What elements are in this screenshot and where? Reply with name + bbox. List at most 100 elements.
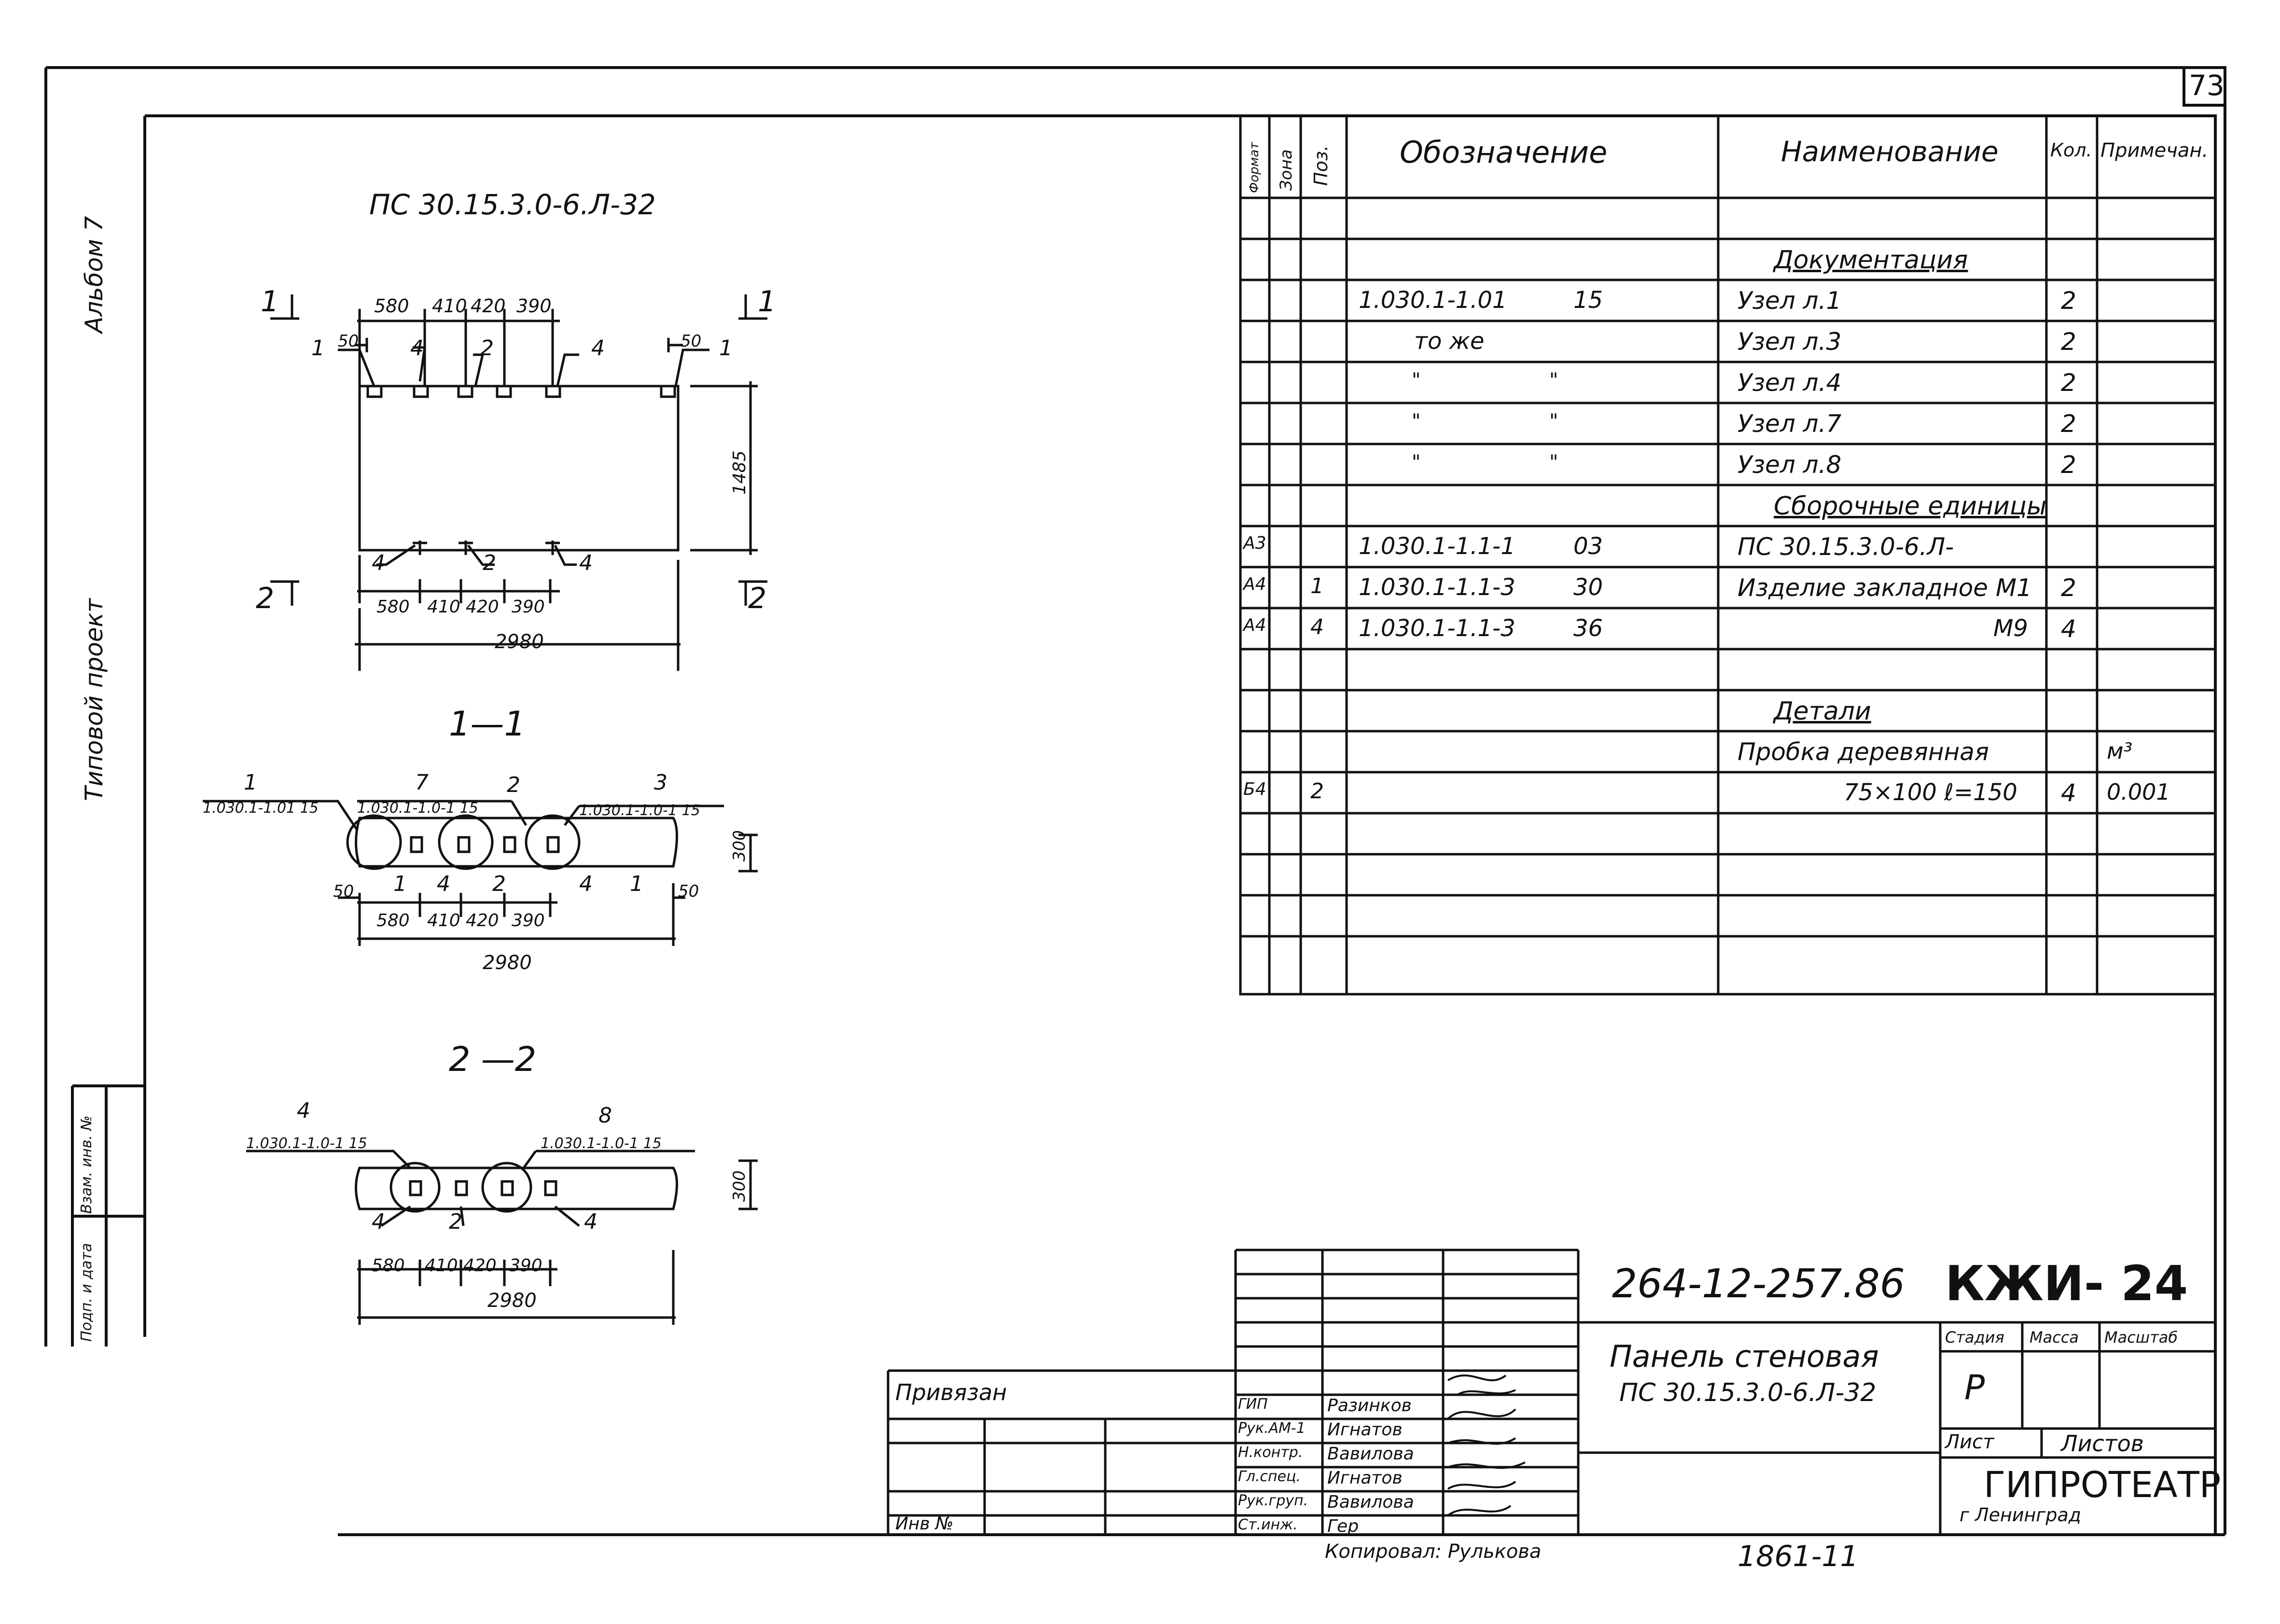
s2-pos-4-b: 4: [584, 1209, 598, 1234]
s1-ref-right: 1.030.1-1.0-1 15: [579, 802, 700, 819]
s1-dim-50-left: 50: [333, 882, 354, 901]
side-label-vzam: Взам. инв. №: [78, 1115, 95, 1214]
plan-dim-height: 1485: [730, 450, 750, 495]
signature-role: Ст.инж.: [1238, 1516, 1298, 1533]
signatures-scribbles: [1447, 1374, 1526, 1516]
spec-row-code: ": [1549, 410, 1558, 432]
org-city: г Ленинград: [1960, 1504, 2082, 1526]
s1-dim-50-right: 50: [678, 882, 699, 901]
plan-dim-total: 2980: [495, 631, 544, 653]
s1-dim-390: 390: [512, 911, 545, 930]
spec-row-format: А3: [1243, 533, 1266, 553]
section-2-title: 2 —2: [449, 1040, 537, 1079]
plan-view: [270, 294, 767, 671]
spec-row-code: ": [1549, 369, 1558, 391]
s1-pos-1: 1: [244, 770, 257, 795]
spec-row-qty: 4: [2061, 779, 2076, 807]
spec-row-qty: 2: [2061, 369, 2076, 397]
signature-role: Н.контр.: [1238, 1444, 1303, 1461]
inv-label: Инв №: [895, 1514, 954, 1534]
spec-row-code: ": [1549, 451, 1558, 473]
s2-dim-410: 410: [425, 1256, 458, 1276]
copied-by: Копировал: Рулькова: [1325, 1541, 1542, 1563]
spec-row-name: Узел л.7: [1738, 410, 1842, 438]
s1-dim-420: 420: [466, 911, 499, 930]
spec-row-qty: 2: [2061, 287, 2076, 315]
section-mark-1-left: 1: [261, 285, 279, 319]
signature-name: Игнатов: [1327, 1468, 1403, 1488]
plan-pos-2-b: 2: [483, 551, 496, 575]
org-name: ГИПРОТЕАТР: [1984, 1464, 2221, 1506]
spec-row-qty: 4: [2061, 615, 2076, 643]
signature-name: Разинков: [1327, 1396, 1412, 1416]
spec-header-name: Наименование: [1781, 135, 1999, 168]
signature-name: Гер: [1327, 1516, 1359, 1536]
sheet-number: 73: [2189, 69, 2224, 102]
signature-name: Игнатов: [1327, 1420, 1403, 1440]
plan-dim-390: 390: [516, 295, 552, 317]
s1-pos-4-b: 4: [579, 872, 593, 896]
plan-pos-1-left: 1: [311, 336, 325, 361]
s2-dim-580: 580: [372, 1256, 405, 1276]
s1-pos-3: 3: [654, 770, 667, 795]
spec-row-note: м³: [2107, 738, 2133, 764]
spec-header-qty: Кол.: [2050, 139, 2092, 161]
drawing-title: ПС 30.15.3.0-6.Л-32: [369, 188, 656, 221]
spec-header-zone: Зона: [1277, 149, 1296, 191]
spec-row-designation: то же: [1414, 328, 1485, 355]
spec-row-designation: ": [1412, 369, 1421, 391]
spec-row-section: Документация: [1774, 246, 1968, 275]
plan-dim-410: 410: [432, 295, 467, 317]
spec-row-name: Изделие закладное М1: [1738, 574, 2032, 602]
plan-pos-4-br: 4: [579, 551, 593, 575]
spec-table-grid: [1239, 114, 2217, 996]
s2-ref-left: 1.030.1-1.0-1 15: [246, 1135, 367, 1152]
stage-label: Стадия: [1945, 1328, 2004, 1346]
spec-row-qty: 2: [2061, 410, 2076, 438]
s1-ref-mid: 1.030.1-1.0-1 15: [357, 800, 478, 817]
s1-pos-1-b: 1: [393, 872, 407, 896]
spec-row-name: ПС 30.15.3.0-6.Л-: [1738, 533, 1954, 561]
spec-row-designation: ": [1412, 451, 1421, 473]
spec-row-qty: 2: [2061, 574, 2076, 602]
title-block-grid: [887, 1249, 2215, 1535]
side-label-sign-date: Подп. и дата: [78, 1243, 95, 1342]
s2-pos-2: 2: [449, 1209, 462, 1234]
s1-dim-410: 410: [427, 911, 460, 930]
spec-row-format: А4: [1243, 574, 1266, 594]
s2-pos-8: 8: [598, 1103, 612, 1128]
spec-row-format: Б4: [1243, 779, 1266, 799]
plan-dim-580: 580: [374, 295, 409, 317]
spec-row-qty: 2: [2061, 328, 2076, 356]
spec-row-name: 75×100 ℓ=150: [1844, 779, 2017, 806]
spec-row-note: 0.001: [2107, 779, 2170, 805]
side-label-album: Альбом 7: [80, 216, 108, 333]
spec-row-name: Пробка деревянная: [1738, 738, 1989, 766]
spec-row-code: 30: [1573, 574, 1603, 601]
s1-pos-1-c: 1: [630, 872, 643, 896]
product-name: Панель стеновая: [1610, 1339, 1879, 1374]
spec-row-designation: 1.030.1-1.01: [1359, 287, 1507, 314]
s2-dim-total: 2980: [487, 1290, 537, 1312]
spec-row-section: Детали: [1774, 697, 1871, 726]
s1-dim-580: 580: [376, 911, 410, 930]
section-mark-2-right: 2: [748, 582, 767, 615]
plan-dim-50-left: 50: [338, 332, 359, 351]
plan-pos-4-a: 4: [410, 336, 424, 361]
spec-row-section: Сборочные единицы: [1774, 492, 2047, 521]
section-1-title: 1—1: [449, 704, 526, 744]
s2-dim-420: 420: [463, 1256, 497, 1276]
doc-code: 264-12-257.86: [1612, 1261, 1905, 1307]
plan-pos-1-right: 1: [719, 336, 733, 361]
scale-label: Масштаб: [2104, 1328, 2178, 1346]
spec-row-designation: 1.030.1-1.1-3: [1359, 615, 1515, 642]
spec-row-designation: 1.030.1-1.1-3: [1359, 574, 1515, 601]
section-1-1: [203, 800, 758, 946]
plan-bdim-390: 390: [512, 597, 545, 617]
spec-row-pos: 4: [1310, 615, 1324, 639]
sheet-label: Лист: [1945, 1431, 1994, 1453]
spec-header-note: Примечан.: [2100, 139, 2209, 162]
section-2-2: [246, 1150, 758, 1325]
s1-dim-300: 300: [730, 830, 749, 861]
